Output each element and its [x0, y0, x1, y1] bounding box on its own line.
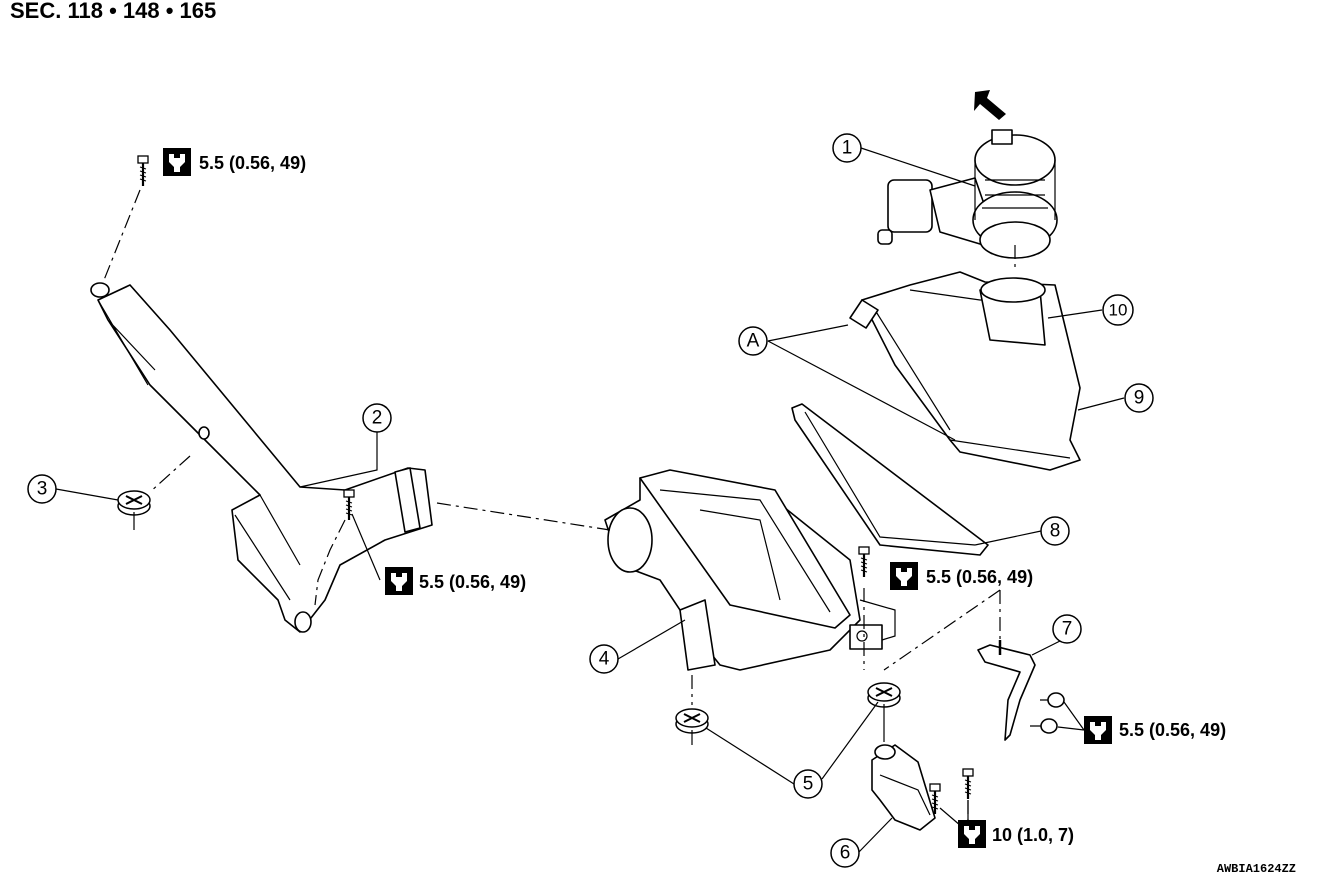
- part-6-bracket: [871, 744, 936, 831]
- svg-text:8: 8: [1050, 521, 1061, 542]
- torque-spec-lower-case: 5.5 (0.56, 49): [890, 562, 1033, 590]
- svg-text:4: 4: [599, 649, 610, 670]
- torque-spec-duct-lower: 5.5 (0.56, 49): [385, 567, 526, 595]
- svg-text:5.5 (0.56, 49): 5.5 (0.56, 49): [199, 153, 306, 173]
- part-1-air-flow-sensor: [877, 129, 1058, 259]
- part-4-air-cleaner-lower-case: [604, 469, 896, 671]
- callout-5: 5: [793, 769, 823, 799]
- callout-4: 4: [589, 644, 619, 674]
- callout-1: 1: [832, 133, 862, 163]
- svg-text:2: 2: [372, 408, 383, 429]
- part-2-air-duct: [90, 282, 433, 633]
- torque-wrench-icon: [890, 562, 918, 590]
- callout-7: 7: [1052, 614, 1082, 644]
- part-5-grommet-a: [675, 708, 709, 734]
- callout-6: 6: [830, 838, 860, 868]
- assembly-center-lines: [103, 189, 1048, 820]
- part-7-bracket: [977, 640, 1065, 741]
- svg-text:3: 3: [37, 479, 48, 500]
- bolt-bracket-6-a: [961, 767, 975, 801]
- part-8-air-cleaner-filter: [791, 403, 989, 556]
- section-title: SEC. 118 • 148 • 165: [10, 0, 217, 23]
- svg-text:7: 7: [1062, 619, 1073, 640]
- svg-text:5.5 (0.56, 49): 5.5 (0.56, 49): [419, 572, 526, 592]
- leader-lines: [55, 147, 1125, 854]
- torque-spec-duct-upper: 5.5 (0.56, 49): [163, 148, 306, 176]
- part-3-grommet: [117, 490, 151, 516]
- bolt-lower-case: [857, 545, 871, 579]
- callout-9: 9: [1124, 383, 1154, 413]
- callout-2: 2: [362, 403, 392, 433]
- torque-wrench-icon: [1084, 716, 1112, 744]
- torque-wrench-icon: [163, 148, 191, 176]
- front-direction-arrow-icon: [974, 90, 1006, 120]
- svg-text:1: 1: [842, 138, 853, 159]
- bolt-duct-upper: [136, 154, 150, 188]
- callout-8: 8: [1040, 516, 1070, 546]
- callout-a: A: [738, 326, 768, 356]
- svg-text:10: 10: [1109, 301, 1128, 320]
- torque-wrench-icon: [385, 567, 413, 595]
- svg-text:6: 6: [840, 843, 851, 864]
- part-9-air-cleaner-upper-case: [849, 271, 1081, 471]
- svg-text:5.5 (0.56, 49): 5.5 (0.56, 49): [1119, 720, 1226, 740]
- torque-wrench-icon: [958, 820, 986, 848]
- torque-spec-bracket-7: 5.5 (0.56, 49): [1084, 716, 1226, 744]
- svg-text:5: 5: [803, 774, 814, 795]
- svg-text:9: 9: [1134, 388, 1145, 409]
- torque-spec-bracket-6: 10 (1.0, 7): [958, 820, 1074, 848]
- svg-text:5.5 (0.56, 49): 5.5 (0.56, 49): [926, 567, 1033, 587]
- reference-code: AWBIA1624ZZ: [1216, 862, 1296, 876]
- svg-text:A: A: [747, 331, 760, 352]
- svg-text:10 (1.0, 7): 10 (1.0, 7): [992, 825, 1074, 845]
- callout-10: 10: [1102, 294, 1134, 326]
- callout-3: 3: [27, 474, 57, 504]
- part-5-grommet-b: [867, 682, 901, 708]
